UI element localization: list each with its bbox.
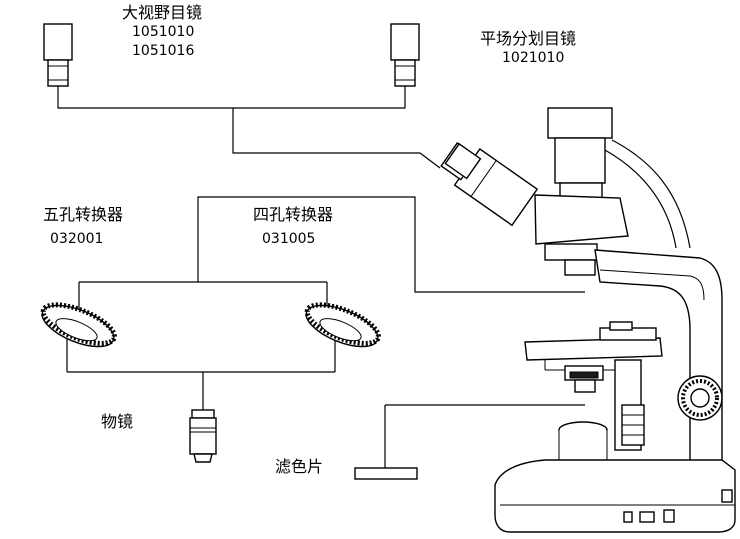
wide-eyepiece-title: 大视野目镜 (122, 3, 203, 22)
five-hole-nosepiece-code: 032001 (50, 231, 104, 247)
four-hole-nosepiece-drawing (304, 302, 381, 348)
wide-eyepiece-right (390, 23, 420, 87)
flat-field-eyepiece-title: 平场分划目镜 (480, 29, 577, 48)
filter-drawing (354, 404, 585, 480)
objective-title: 物镜 (101, 412, 134, 431)
four-hole-nosepiece-code: 031005 (262, 231, 316, 247)
wide-eyepiece-code-2: 1051016 (132, 43, 195, 59)
eyepiece-leader-lines (57, 86, 441, 169)
wide-eyepiece-code-1: 1051010 (132, 24, 195, 40)
objective-lens-drawing (189, 409, 217, 463)
five-hole-nosepiece-title: 五孔转换器 (43, 205, 124, 224)
filter-title: 滤色片 (275, 457, 324, 476)
wide-eyepiece-left (43, 23, 73, 87)
five-hole-nosepiece-drawing (40, 302, 117, 348)
flat-field-eyepiece-code: 1021010 (502, 50, 565, 66)
nosepiece-leader-lines (66, 196, 585, 410)
microscope-drawing (440, 107, 736, 533)
four-hole-nosepiece-title: 四孔转换器 (253, 205, 334, 224)
